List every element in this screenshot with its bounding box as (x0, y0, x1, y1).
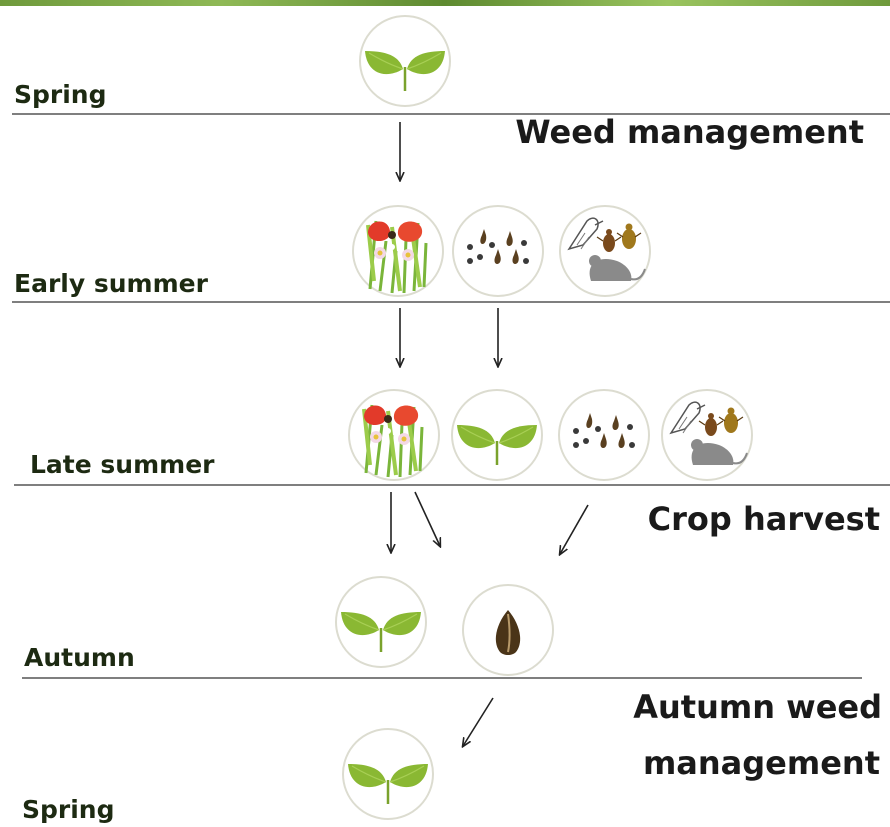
arrow-seeds-to-seed (560, 504, 589, 554)
season-label-autumn: Autumn (24, 643, 135, 672)
seed-predators-icon (661, 389, 753, 481)
seed-icon (462, 584, 554, 676)
seedling-icon (450, 388, 544, 482)
seedling-icon (334, 575, 428, 669)
stage-label-autumn-weed-line2: management (643, 744, 880, 782)
seeds-icon (452, 205, 544, 297)
stage-label-autumn-weed-line1: Autumn weed (633, 688, 882, 726)
seed-predators-icon (559, 205, 651, 297)
seedling-icon (341, 727, 435, 821)
season-label-spring-top: Spring (14, 80, 107, 109)
seedling-icon (358, 14, 452, 108)
grass-strip (0, 0, 890, 6)
arrow-flowers-to-autumn-diagonal (414, 491, 440, 546)
season-label-early-summer: Early summer (14, 269, 209, 298)
flowering-weeds-icon (347, 388, 441, 482)
season-label-late-summer: Late summer (30, 450, 215, 479)
seeds-icon (558, 389, 650, 481)
stage-label-weed-management: Weed management (515, 113, 864, 151)
arrow-seed-to-spring-seedling (463, 697, 494, 746)
flowering-weeds-icon (351, 204, 445, 298)
season-label-spring-bottom: Spring (22, 795, 115, 824)
stage-label-crop-harvest: Crop harvest (648, 500, 880, 538)
